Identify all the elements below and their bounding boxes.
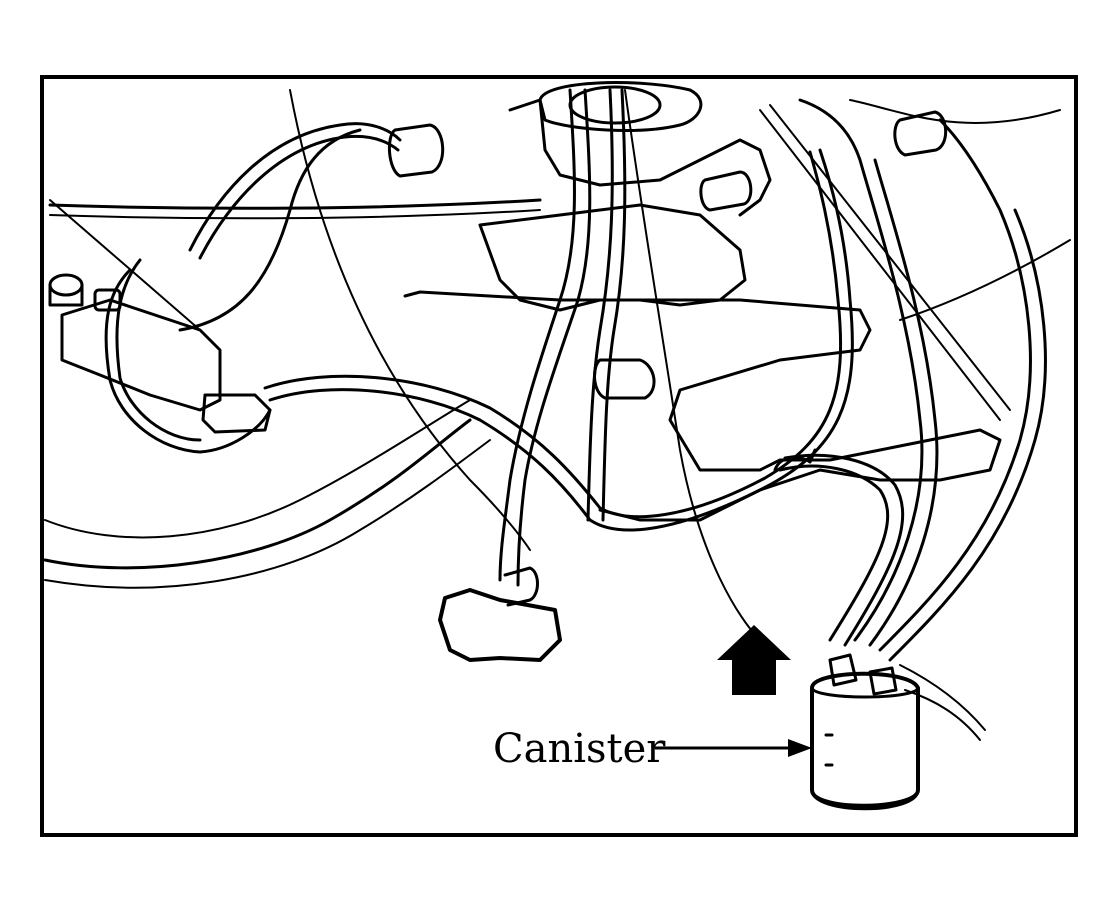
solenoid-valve-assembly (60, 298, 222, 412)
hose-top-left-a (188, 122, 402, 252)
thermo-valve-port (503, 566, 539, 607)
hose-canister-purge (798, 98, 924, 642)
hose-valve-to-solenoid (178, 128, 362, 332)
hose-center-down-a (498, 88, 576, 582)
hose-canister-side-outlet (899, 664, 986, 731)
linkage-rod-lower (49, 209, 541, 220)
up-arrow-icon (717, 625, 791, 695)
canister-leader-arrowhead (788, 739, 812, 757)
vacuum-line-loop-left (104, 268, 272, 454)
hose-mid-long-a (268, 148, 854, 532)
hose-canister-to-tank (778, 464, 890, 642)
vacuum-switch (201, 393, 272, 434)
carburetor-body (478, 203, 747, 312)
hose-canister-purge-inner (868, 158, 939, 647)
thin-line-right-diag-b (769, 104, 1011, 411)
vacuum-line-loop-left-b (115, 258, 202, 442)
hose-center-down-c (586, 88, 614, 522)
hose-canister-to-tank-inner (783, 453, 905, 647)
fuel-filter (699, 170, 753, 212)
carburetor-top-ring (538, 81, 703, 132)
carburetor-upper-body (508, 98, 772, 217)
canister-top (810, 686, 920, 699)
canister-callout: Canister (493, 726, 812, 772)
vacuum-valve-top-right (893, 110, 948, 157)
hose-center-down-d (601, 88, 627, 522)
vacuum-valve-center (593, 358, 656, 400)
hose-right-long (624, 89, 761, 641)
thin-line-top-right-b (899, 239, 1071, 321)
figure-frame (40, 75, 1078, 837)
carburetor-throat (568, 85, 662, 125)
hose-center-down-b (516, 88, 592, 587)
hose-canister-vent (878, 118, 1032, 652)
thin-line-top-right (849, 99, 1061, 124)
manifold-runner-left-inner (44, 439, 491, 589)
solenoid-cap-body (48, 283, 84, 307)
vacuum-valve-top (387, 123, 445, 178)
linkage-rod (48, 198, 542, 210)
intake-manifold-outline (403, 290, 1002, 522)
hose-canister-side-outlet-b (904, 689, 981, 741)
hose-canister-vent-inner (888, 208, 1047, 662)
canister-label: Canister (493, 726, 666, 772)
solenoid-cap (48, 273, 84, 297)
manifold-runner-left (43, 418, 472, 570)
hose-clip (773, 448, 817, 472)
thin-line-left-diag (49, 199, 201, 331)
canister-nozzle-b (868, 666, 898, 696)
thermo-vacuum-valve (438, 588, 562, 662)
hose-mid-long-b (263, 150, 842, 519)
thin-line-center-diag (289, 89, 531, 551)
canister-nozzle-a (828, 653, 858, 687)
manifold-edge-lower (44, 399, 471, 539)
hose-top-left-b (198, 134, 400, 260)
thin-line-right-diag (759, 109, 1001, 421)
canister-bottom-ring (810, 788, 920, 811)
